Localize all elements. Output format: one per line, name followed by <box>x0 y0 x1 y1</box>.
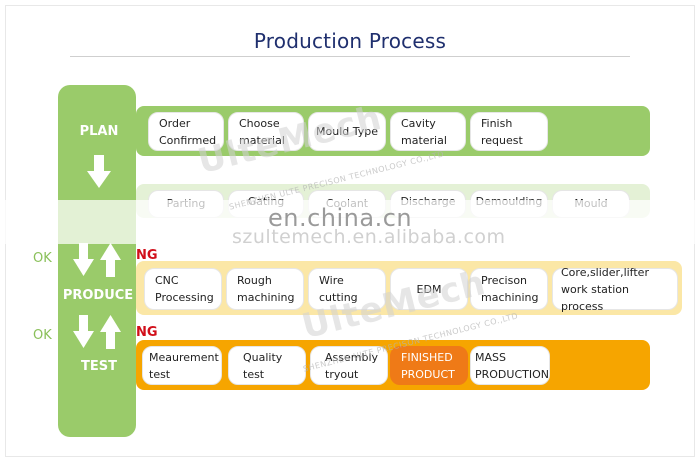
step-finish-request: Finish request <box>470 112 548 151</box>
ok-label: OK <box>33 251 52 266</box>
arrow-down-icon <box>87 155 111 188</box>
double-arrow-icon <box>73 315 121 349</box>
title-divider <box>70 56 630 57</box>
watermark-haze <box>0 200 700 244</box>
watermark-site: en.china.cn <box>268 204 413 232</box>
step-cnc-processing: CNC Processing <box>144 268 222 310</box>
step-rough-machining: Rough machining <box>226 268 304 310</box>
step-edm: EDM <box>390 268 468 310</box>
step-mass-production: MASS PRODUCTION <box>470 346 550 385</box>
step-finished-product: FINISHED PRODUCT <box>390 346 468 385</box>
double-arrow-icon <box>73 243 121 277</box>
step-choose-material: Choose material <box>228 112 304 151</box>
watermark-site-url: szultemech.en.alibaba.com <box>232 226 506 248</box>
step-core-slider-lifter: Core,slider,lifter work station process <box>552 266 678 313</box>
ok-label: OK <box>33 328 52 343</box>
stage-produce-label: PRODUCE <box>62 288 134 303</box>
step-wire-cutting: Wire cutting <box>308 268 386 310</box>
page-title: Production Process <box>253 29 447 53</box>
step-quality-test: Quality test <box>228 346 306 385</box>
stage-test-label: TEST <box>81 359 117 374</box>
step-meaurement-test: Meaurement test <box>142 346 222 385</box>
ng-label: NG <box>136 248 158 263</box>
stage-plan-label: PLAN <box>79 124 119 139</box>
ng-label: NG <box>136 325 158 340</box>
step-order-confirmed: Order Confirmed <box>148 112 224 151</box>
stage-column <box>58 85 136 437</box>
step-mould-type: Mould Type <box>308 112 386 151</box>
step-cavity-material: Cavity material <box>390 112 466 151</box>
step-precison-machining: Precison machining <box>470 268 548 310</box>
step-assembly-tryout: Assembly tryout <box>310 346 388 385</box>
